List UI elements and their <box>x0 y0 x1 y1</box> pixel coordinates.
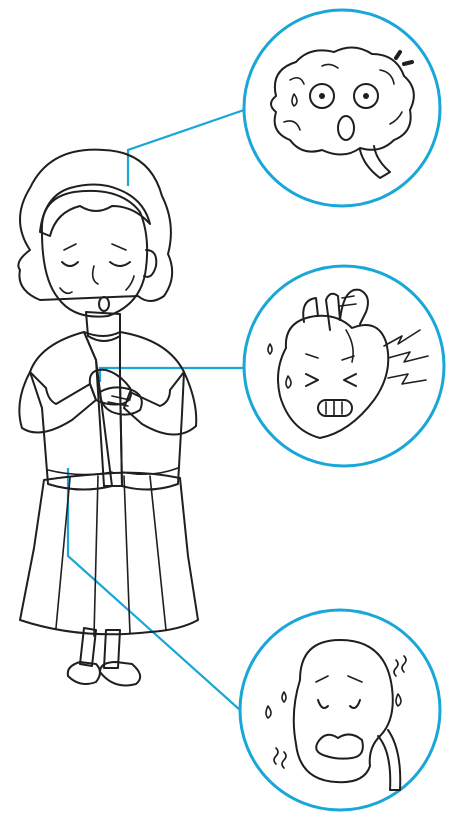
heart-callout <box>244 266 444 466</box>
elderly-woman-figure <box>18 150 198 686</box>
leader-line-kidney <box>68 468 240 710</box>
woman-facial-features <box>60 244 134 311</box>
woman-hair-fringe <box>40 184 150 236</box>
kidney-callout <box>240 610 440 810</box>
woman-skirt <box>20 473 198 636</box>
woman-cardigan <box>30 332 184 490</box>
heart-callout-circle <box>244 266 444 466</box>
woman-slippers <box>68 662 140 686</box>
woman-arms <box>19 370 196 435</box>
brain-callout <box>244 10 440 206</box>
leader-line-brain <box>128 110 244 186</box>
woman-mouth <box>99 297 109 311</box>
